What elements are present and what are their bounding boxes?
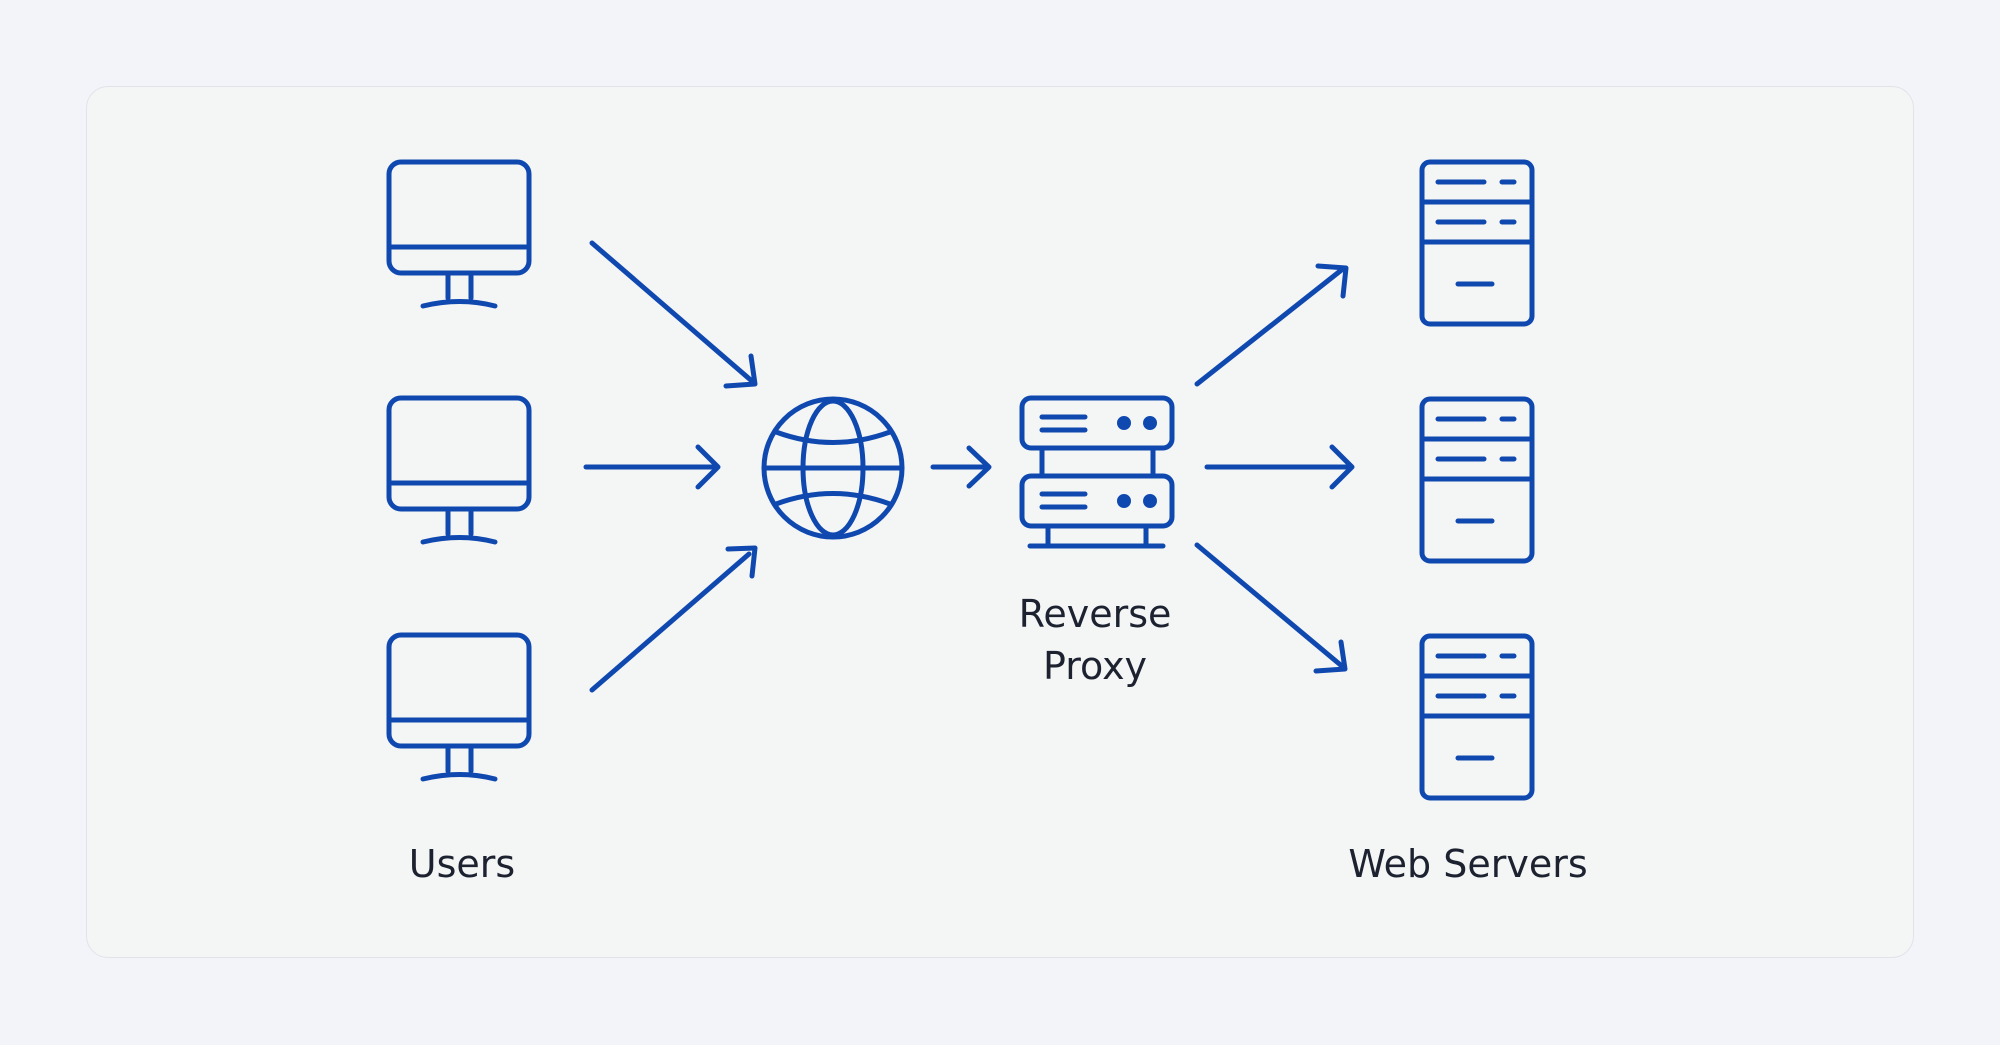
web-servers-label: Web Servers bbox=[1348, 842, 1588, 886]
server-tower-icon bbox=[1419, 396, 1535, 564]
arrow-proxy-to-server1 bbox=[1194, 263, 1349, 387]
users-label: Users bbox=[408, 842, 516, 886]
arrow-user3-to-globe bbox=[589, 545, 758, 693]
server-rack-icon bbox=[1019, 395, 1175, 549]
arrow-globe-to-proxy bbox=[930, 445, 992, 489]
arrow-proxy-to-server3 bbox=[1194, 542, 1348, 674]
arrow-user1-to-globe bbox=[589, 240, 758, 389]
monitor-icon bbox=[386, 395, 532, 545]
arrow-user2-to-globe bbox=[583, 444, 721, 490]
arrow-proxy-to-server2 bbox=[1204, 444, 1355, 490]
server-tower-icon bbox=[1419, 159, 1535, 327]
monitor-icon bbox=[386, 159, 532, 309]
globe-icon bbox=[761, 396, 905, 540]
reverse-proxy-label-line2: Proxy bbox=[1042, 644, 1148, 688]
monitor-icon bbox=[386, 632, 532, 782]
reverse-proxy-label: Reverse Proxy bbox=[945, 588, 1245, 692]
server-tower-icon bbox=[1419, 633, 1535, 801]
reverse-proxy-label-line1: Reverse bbox=[1018, 592, 1172, 636]
